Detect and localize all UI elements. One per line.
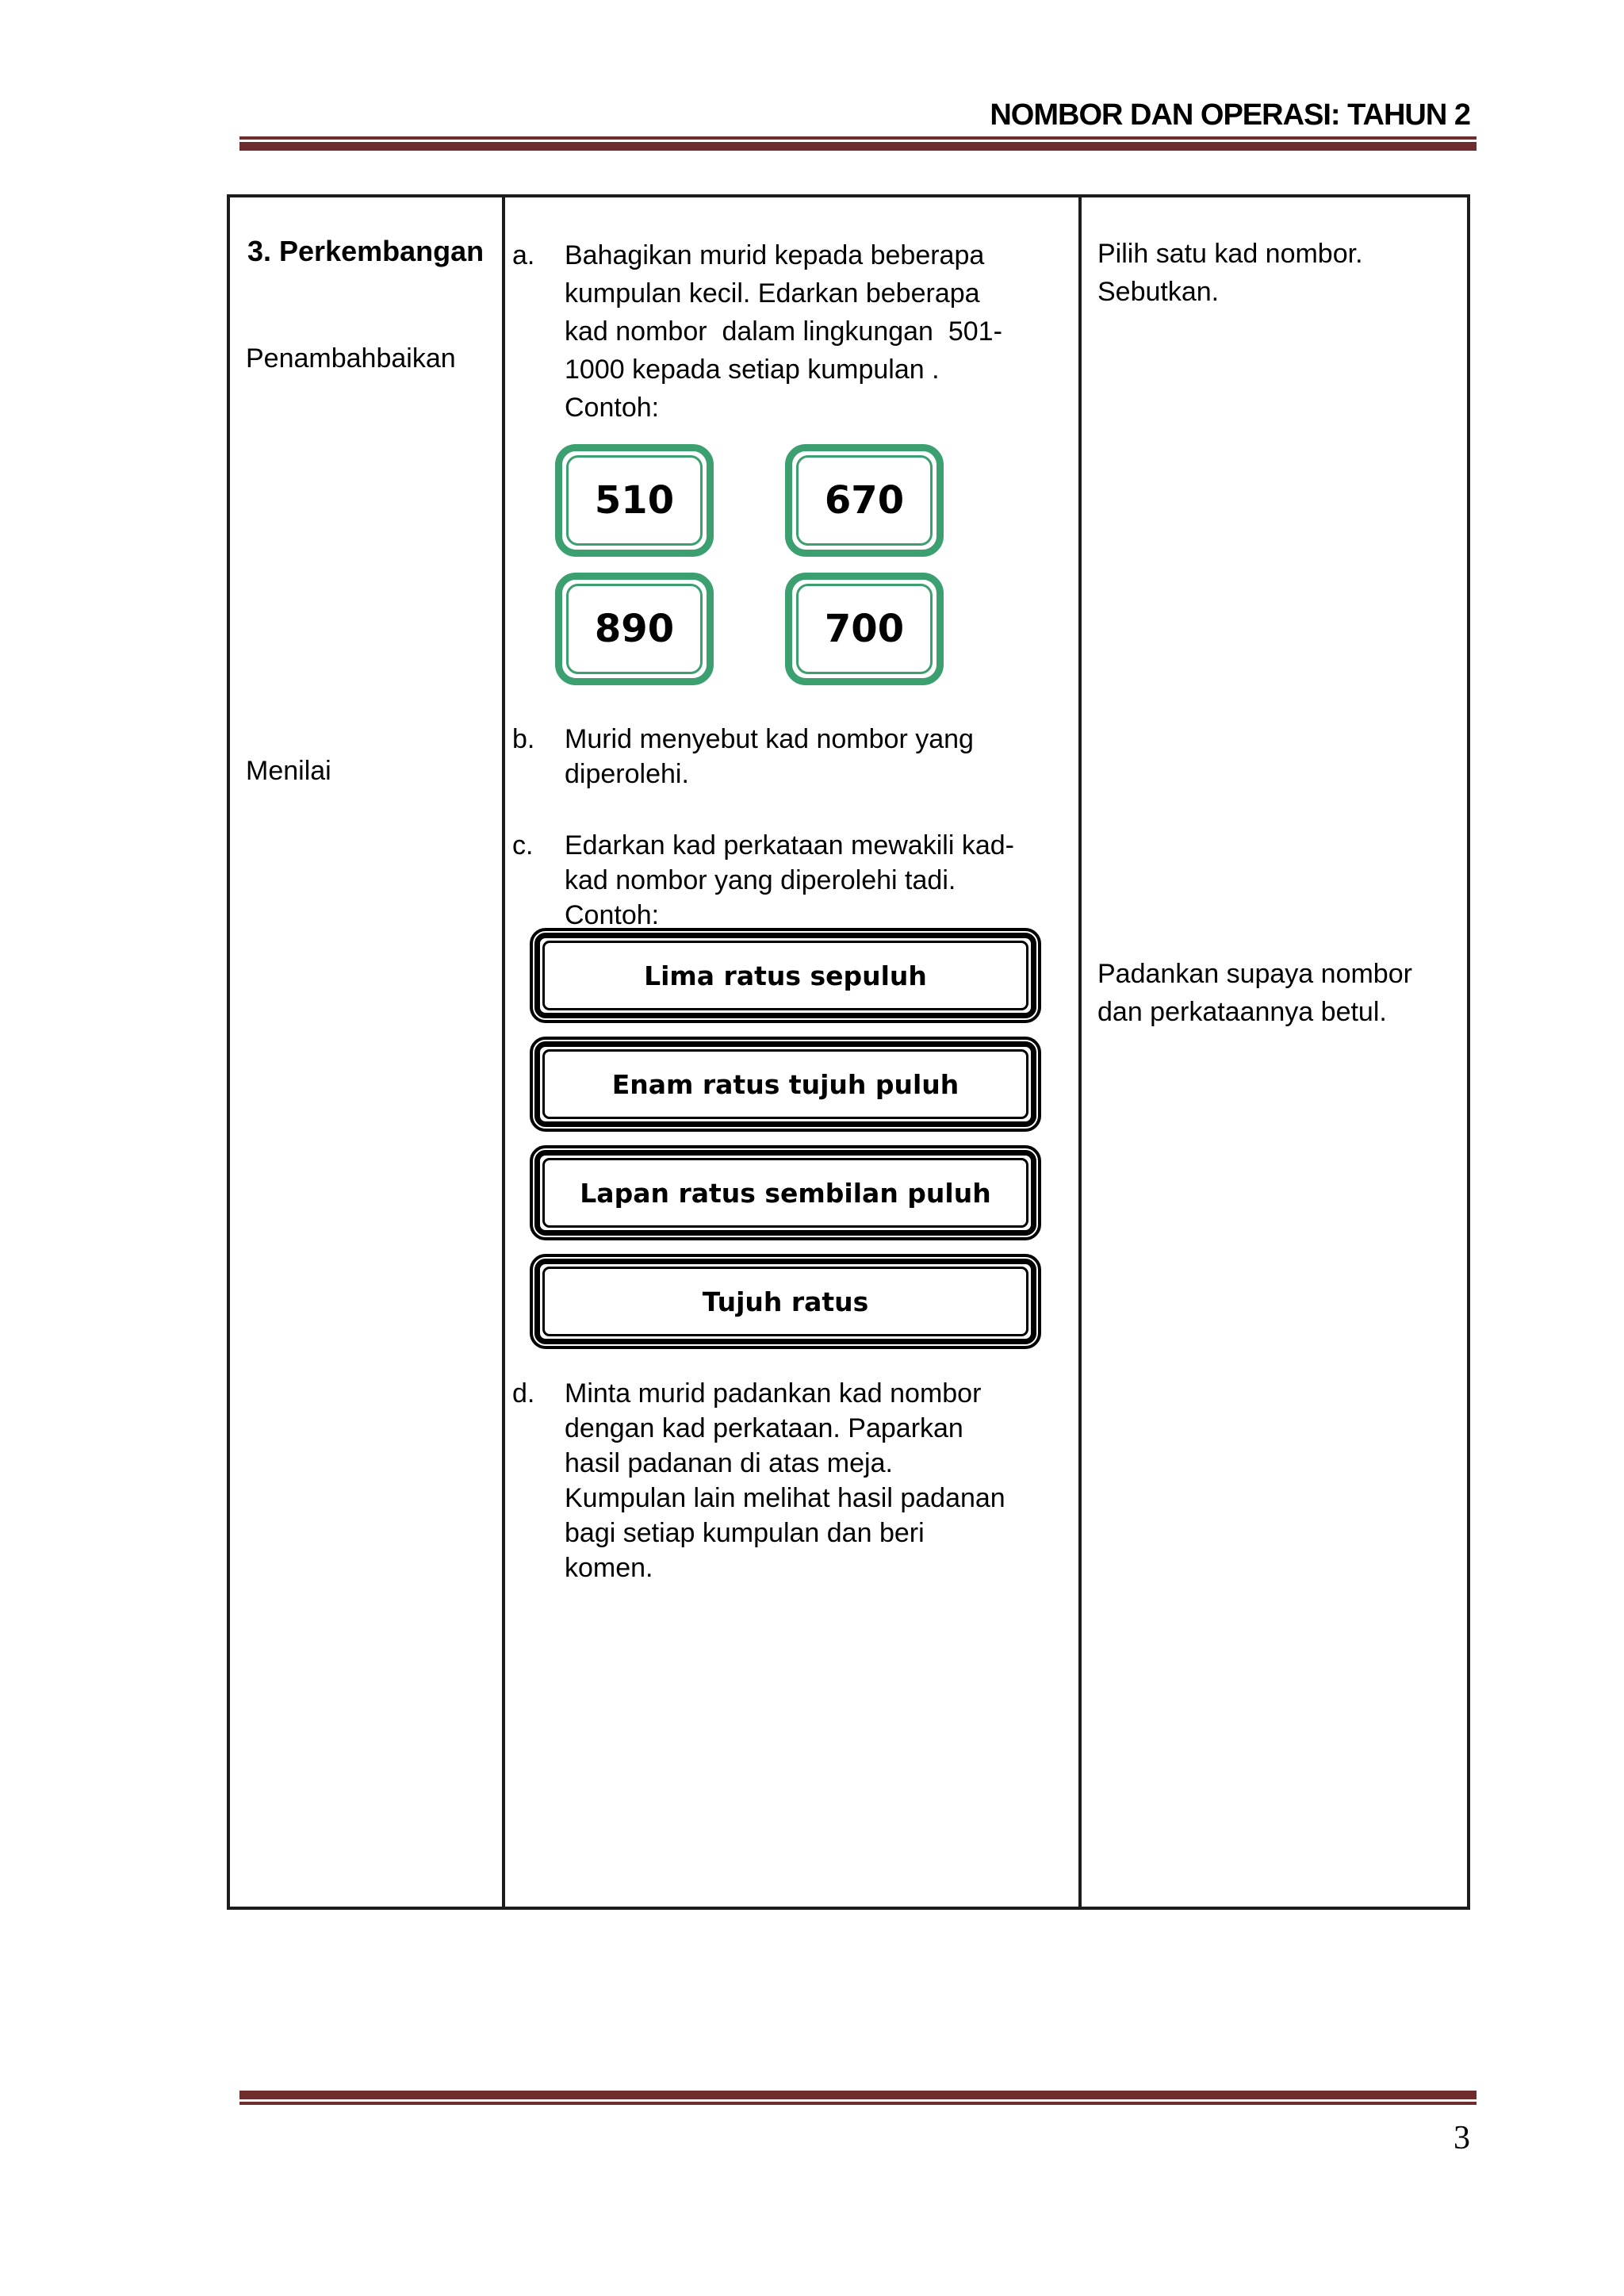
footer-rule-thick-line: [239, 2091, 1477, 2099]
number-card-value: 890: [566, 584, 703, 674]
column-divider-2: [1078, 194, 1082, 1910]
footer-rule: [239, 2091, 1477, 2105]
phase-sublabel-penambahbaikan: Penambahbaikan: [246, 343, 456, 374]
word-card-text: Lapan ratus sembilan puluh: [542, 1158, 1028, 1228]
number-card: 670: [785, 444, 944, 557]
word-card: Enam ratus tujuh puluh: [530, 1037, 1041, 1132]
number-card-value: 670: [796, 455, 933, 546]
number-cards-grid: 510 670 890 700: [555, 444, 944, 685]
item-text: Murid menyebut kad nombor yang diperoleh…: [565, 724, 974, 789]
word-card: Lima ratus sepuluh: [530, 928, 1041, 1023]
page-number: 3: [1454, 2120, 1470, 2156]
number-card: 890: [555, 573, 714, 685]
activity-item-c: c. Edarkan kad perkataan mewakili kad- k…: [512, 828, 1014, 933]
remark-pilih-kad-nombor: Pilih satu kad nombor. Sebutkan.: [1097, 239, 1363, 307]
page-title: NOMBOR DAN OPERASI: TAHUN 2: [990, 98, 1471, 132]
column-divider-1: [502, 194, 505, 1910]
item-marker: a.: [512, 240, 535, 270]
item-marker: b.: [512, 724, 535, 754]
word-card-text: Enam ratus tujuh puluh: [542, 1049, 1028, 1119]
remark-padankan: Padankan supaya nombor dan perkataannya …: [1097, 959, 1412, 1027]
number-card: 510: [555, 444, 714, 557]
word-cards-stack: Lima ratus sepuluh Enam ratus tujuh pulu…: [530, 928, 1041, 1349]
item-text: Minta murid padankan kad nombor dengan k…: [565, 1378, 1005, 1583]
header-rule: [239, 136, 1477, 151]
word-card-text: Lima ratus sepuluh: [542, 941, 1028, 1010]
item-marker: c.: [512, 830, 534, 861]
number-card: 700: [785, 573, 944, 685]
footer-rule-thin-line: [239, 2102, 1477, 2105]
header-rule-thin-line: [239, 136, 1477, 140]
activity-item-a: a. Bahagikan murid kepada beberapa kumpu…: [512, 236, 1002, 427]
number-card-value: 510: [566, 455, 703, 546]
item-marker: d.: [512, 1378, 535, 1409]
word-card: Lapan ratus sembilan puluh: [530, 1145, 1041, 1240]
number-card-value: 700: [796, 584, 933, 674]
item-text: Edarkan kad perkataan mewakili kad- kad …: [565, 830, 1014, 930]
word-card: Tujuh ratus: [530, 1254, 1041, 1349]
phase-label: 3. Perkembangan: [247, 235, 485, 267]
phase-sublabel-menilai: Menilai: [246, 756, 331, 786]
activity-table: [227, 194, 1470, 1910]
activity-item-d: d. Minta murid padankan kad nombor denga…: [512, 1376, 1005, 1585]
header-rule-thick-line: [239, 142, 1477, 151]
item-text: Bahagikan murid kepada beberapa kumpulan…: [565, 240, 1002, 423]
word-card-text: Tujuh ratus: [542, 1267, 1028, 1336]
activity-item-b: b. Murid menyebut kad nombor yang dipero…: [512, 722, 974, 792]
